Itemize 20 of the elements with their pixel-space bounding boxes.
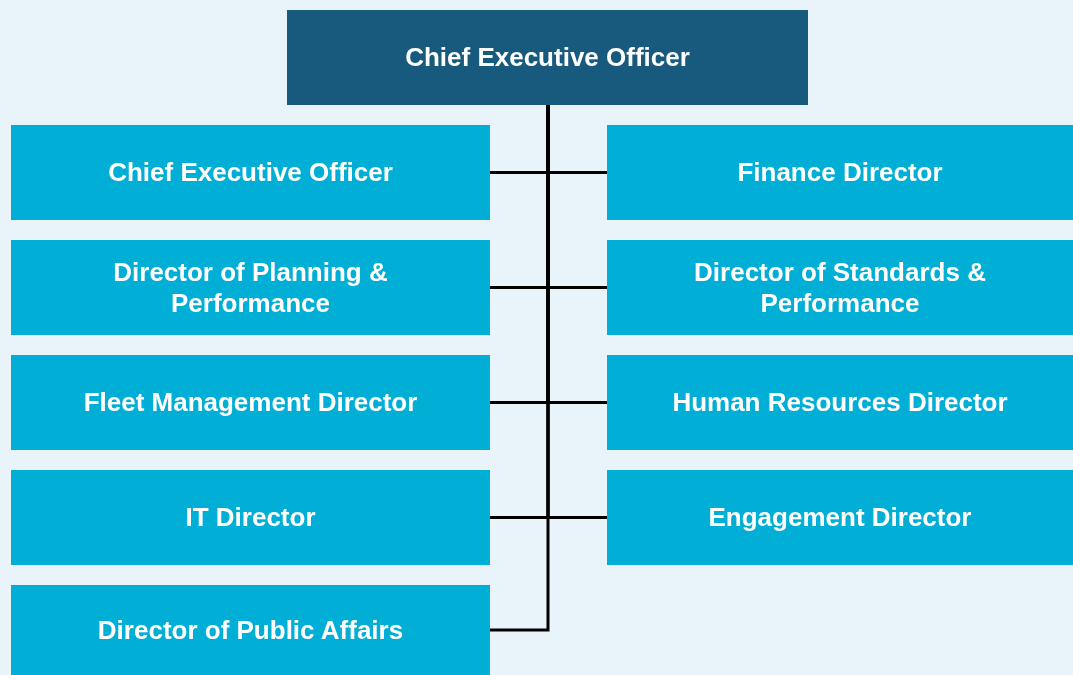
role-title: IT Director bbox=[185, 502, 316, 533]
role-title: Human Resources Director bbox=[672, 387, 1008, 418]
role-box bbox=[607, 125, 1073, 220]
role-box bbox=[11, 125, 490, 220]
role-title: Finance Director bbox=[737, 157, 943, 188]
role-box bbox=[11, 240, 490, 335]
role-box bbox=[11, 585, 490, 675]
role-box bbox=[11, 355, 490, 450]
role-box bbox=[607, 240, 1073, 335]
role-title: Engagement Director bbox=[708, 502, 972, 533]
role-title: Fleet Management Director bbox=[83, 387, 418, 418]
role-title: Chief Executive Officer bbox=[108, 157, 393, 188]
executive-box bbox=[287, 10, 808, 105]
role-box bbox=[607, 470, 1073, 565]
role-box bbox=[11, 470, 490, 565]
role-title: Chief Executive Officer bbox=[405, 42, 690, 73]
role-title: Director of Planning & Performance bbox=[112, 256, 389, 319]
role-title: Director of Public Affairs bbox=[97, 614, 404, 646]
role-box bbox=[607, 355, 1073, 450]
role-title: Director of Standards & Performance bbox=[693, 256, 987, 319]
